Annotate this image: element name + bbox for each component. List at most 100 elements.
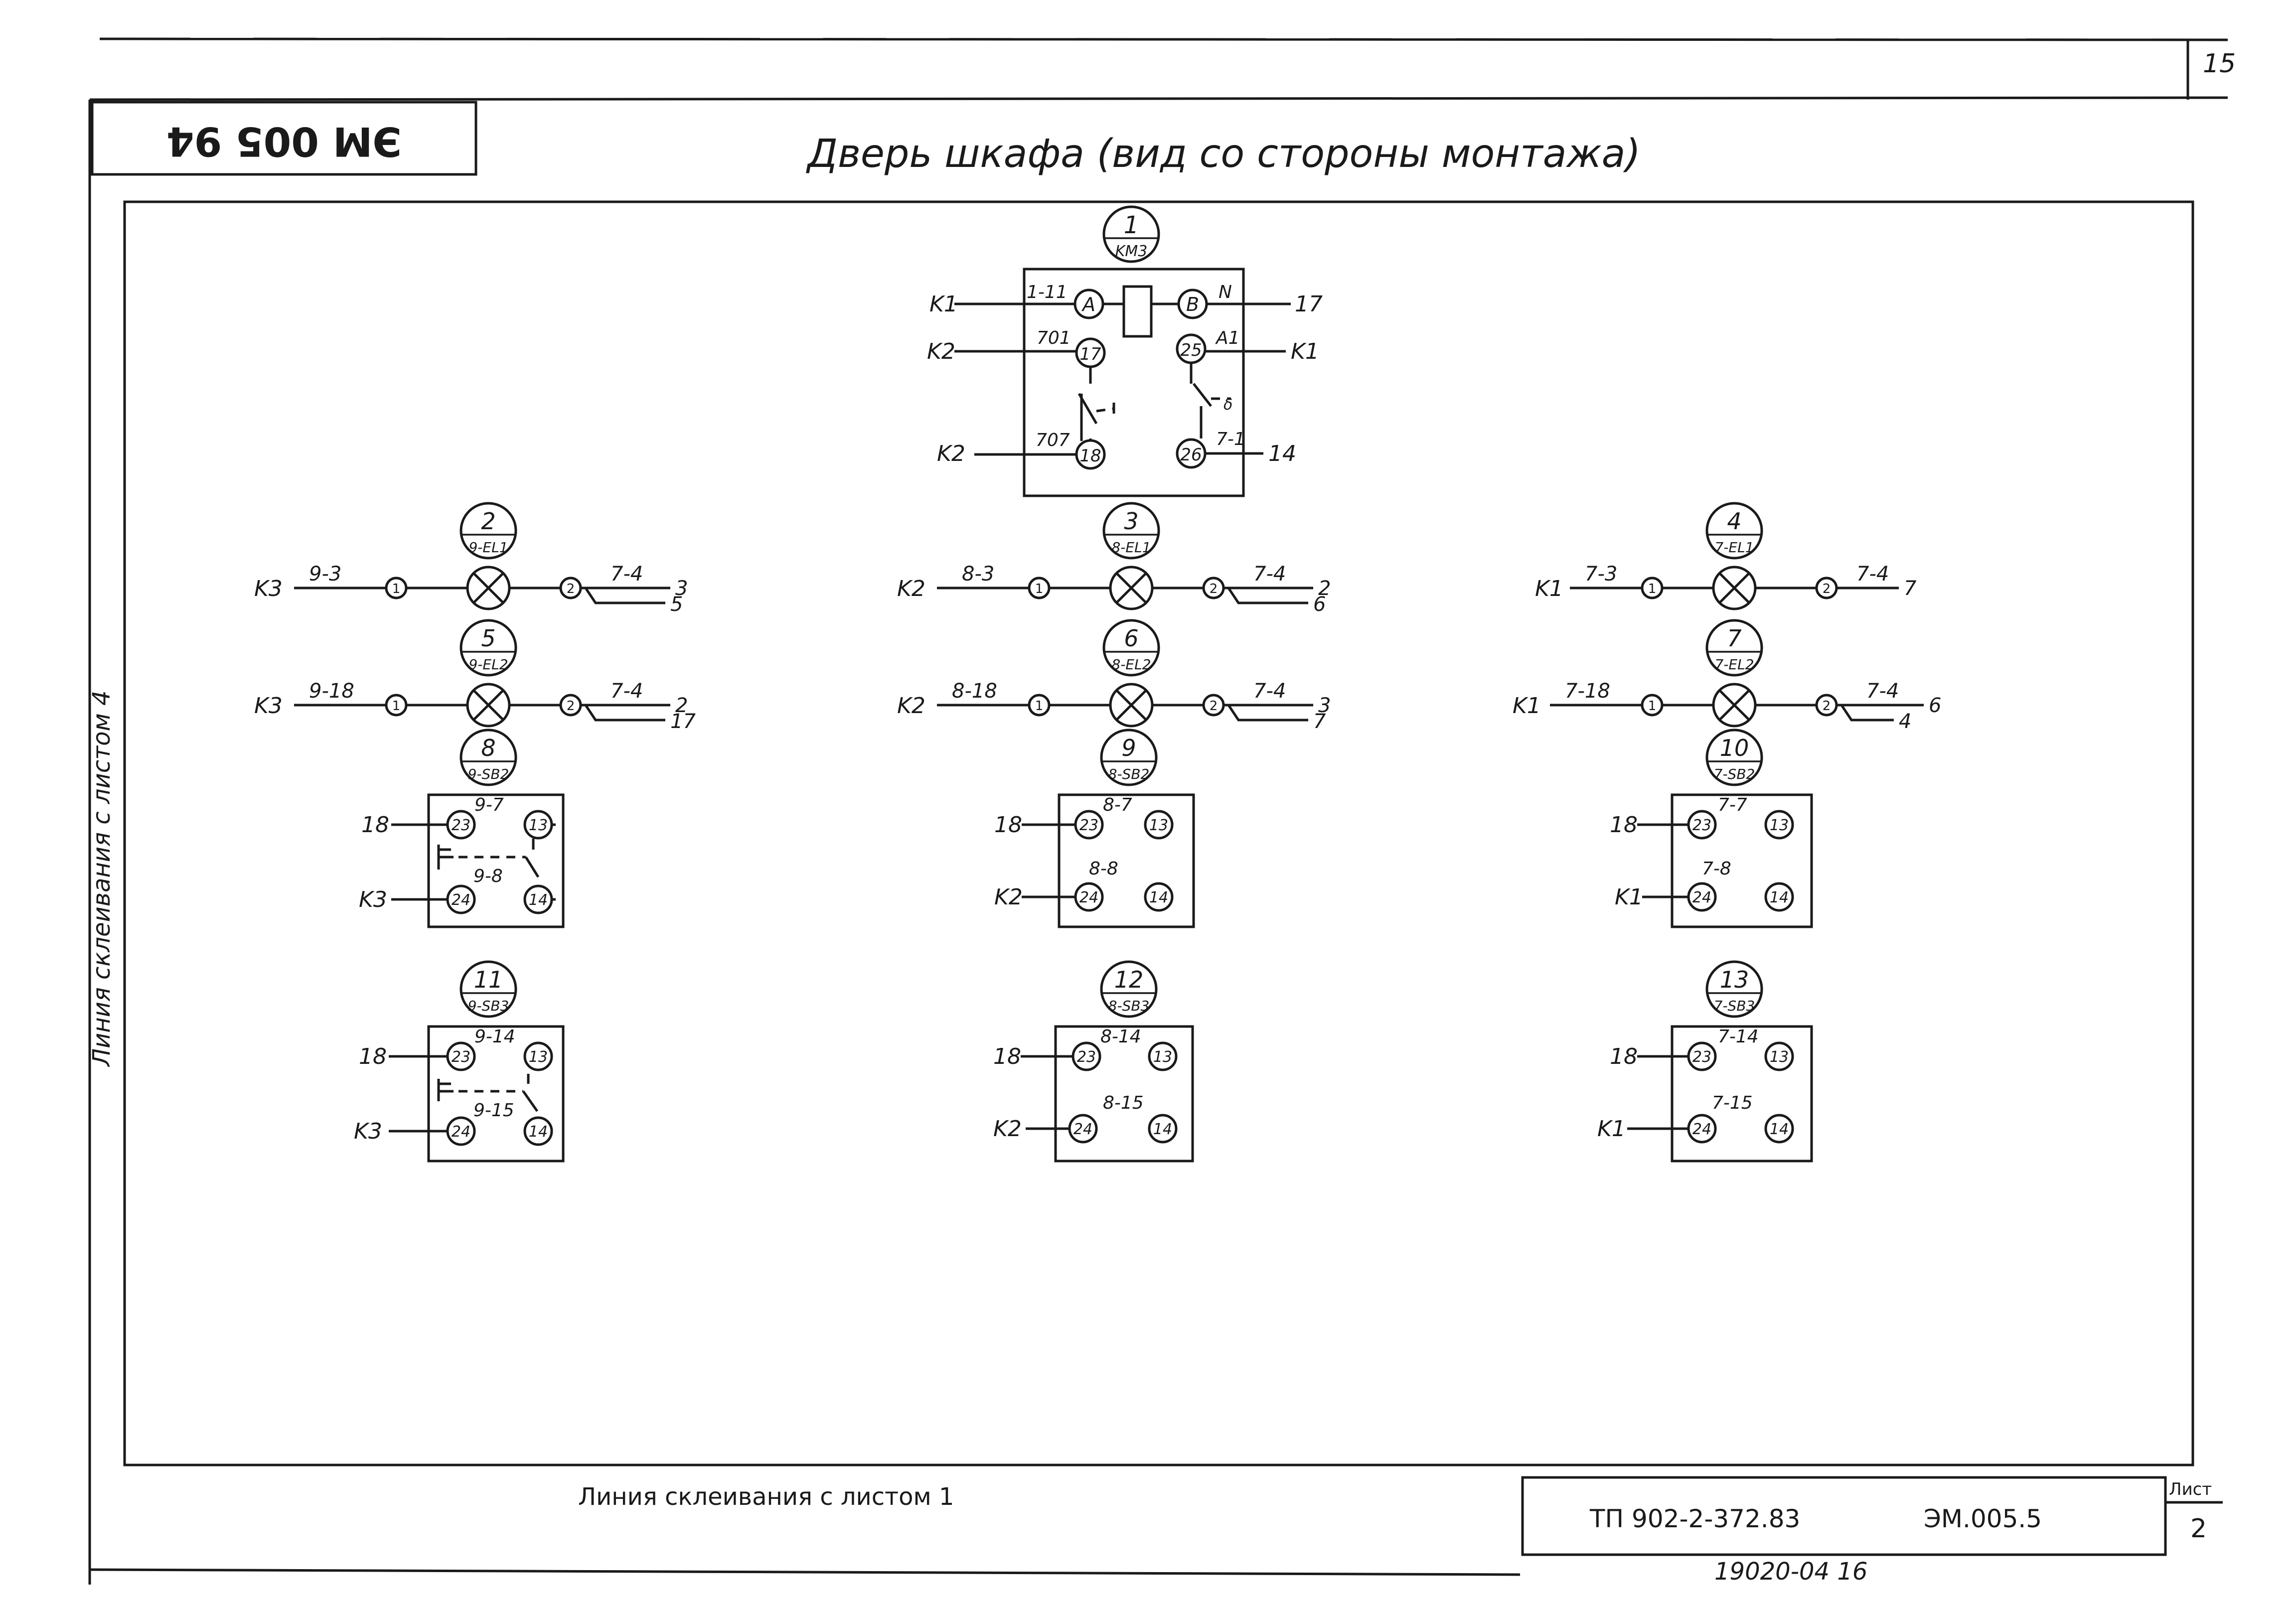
button-bottom-target: K3 <box>359 887 387 912</box>
button-bottom-wire: 7-15 <box>1712 1093 1753 1113</box>
button-top-wire: 9-14 <box>474 1026 515 1047</box>
button-unit-13: 13 7-SB3 23 13 24 14 18 K1 7-14 7-15 <box>1597 960 1813 1163</box>
lamp-terminal-2: 2 <box>1823 699 1831 714</box>
button-terminal-14: 14 <box>1153 1121 1172 1138</box>
lamp-output-2: 4 <box>1899 710 1911 733</box>
button-terminal-24: 24 <box>1073 1121 1092 1138</box>
lamp-tag-reference: 8-EL1 <box>1111 539 1151 556</box>
contactor-unit-1: 1 KM3 A B K1 1-11 N 17 17 K2 701 25 A1 K… <box>927 205 1323 497</box>
button-unit-8: 8 9-SB2 23 13 24 14 18 K3 9-7 9-8 <box>359 729 565 928</box>
lamp-output-2: 6 <box>1313 593 1326 616</box>
button-bottom-target: K2 <box>994 884 1023 910</box>
button-bottom-target: K1 <box>1615 884 1643 910</box>
lamp-tag-reference: 9-EL1 <box>468 539 508 556</box>
lamp-terminal-1: 1 <box>392 582 401 596</box>
button-terminal-14: 14 <box>529 1123 548 1141</box>
wire-label: 7-1 <box>1216 429 1245 449</box>
button-tag-reference: 7-SB3 <box>1714 998 1755 1014</box>
lamp-left-target: K1 <box>1535 576 1563 601</box>
lamp-terminal-1: 1 <box>1035 582 1044 596</box>
button-top-wire: 7-14 <box>1718 1026 1759 1047</box>
terminal-25: 25 <box>1180 340 1202 360</box>
contact-mark: δ <box>1224 396 1232 414</box>
target-label: K2 <box>937 441 965 466</box>
sheet-number: 2 <box>2190 1514 2207 1544</box>
lamp-left-wire: 8-3 <box>962 563 994 585</box>
wire-label: N <box>1219 282 1232 302</box>
lamp-terminal-2: 2 <box>1823 582 1831 596</box>
button-top-target: 18 <box>1610 812 1638 838</box>
target-label: 14 <box>1268 441 1296 466</box>
button-bottom-target: K1 <box>1597 1116 1626 1142</box>
button-unit-10: 10 7-SB2 23 13 24 14 18 K1 7-7 7-8 <box>1610 729 1813 928</box>
lamp-unit-4: 4 7-EL1 1 2 K1 7-3 7-4 7 <box>1535 502 1917 610</box>
button-terminal-23: 23 <box>1692 1048 1711 1066</box>
button-tag-reference: 8-SB2 <box>1108 766 1150 782</box>
button-top-wire: 8-7 <box>1103 795 1132 815</box>
lamp-output-1: 2 <box>675 694 688 717</box>
lamp-unit-6: 6 8-EL2 1 2 K2 8-18 7-4 3 7 <box>897 619 1331 733</box>
lamp-terminal-2: 2 <box>567 582 575 596</box>
button-top-wire: 8-14 <box>1100 1026 1141 1047</box>
target-label: 17 <box>1295 292 1323 317</box>
button-terminal-14: 14 <box>1770 889 1789 906</box>
button-bottom-wire: 7-8 <box>1702 859 1731 879</box>
button-terminal-23: 23 <box>452 1048 470 1066</box>
button-bottom-wire: 9-15 <box>473 1100 514 1121</box>
button-terminal-14: 14 <box>529 891 548 909</box>
button-tag-number: 11 <box>474 966 503 993</box>
lamp-tag-number: 7 <box>1727 625 1741 652</box>
button-top-target: 18 <box>993 1044 1021 1069</box>
lamp-tag-number: 6 <box>1124 625 1138 652</box>
lamp-terminal-1: 1 <box>1648 582 1657 596</box>
left-margin-note: Линия склеивания с листом 4 <box>88 691 116 1067</box>
lamp-tag-reference: 7-EL2 <box>1714 656 1754 673</box>
button-terminal-13: 13 <box>1770 817 1789 834</box>
button-tag-reference: 9-SB3 <box>468 998 509 1014</box>
stamp-code: ЭМ 005 94 <box>166 118 402 164</box>
lamp-tag-reference: 9-EL2 <box>468 656 508 673</box>
unit-tag-reference: KM3 <box>1115 243 1148 260</box>
lamp-left-wire: 8-18 <box>952 680 997 703</box>
button-terminal-23: 23 <box>1079 817 1098 834</box>
lamp-left-wire: 9-3 <box>309 563 341 585</box>
lamp-unit-3: 3 8-EL1 1 2 K2 8-3 7-4 2 6 <box>897 502 1331 616</box>
button-unit-11: 11 9-SB3 23 13 24 14 18 K3 9-14 9-15 <box>354 960 565 1163</box>
lamp-left-target: K3 <box>254 693 283 719</box>
lamp-terminal-2: 2 <box>1210 699 1218 714</box>
terminal-17: 17 <box>1079 344 1101 364</box>
lamp-right-wire: 7-4 <box>1856 563 1889 585</box>
archive-number: 19020-04 16 <box>1714 1558 1867 1586</box>
button-bottom-target: K3 <box>354 1119 382 1144</box>
lamp-tag-reference: 8-EL2 <box>1111 656 1151 673</box>
button-bottom-target: K2 <box>993 1116 1022 1142</box>
lamp-output-2: 7 <box>1313 710 1326 733</box>
target-label: K2 <box>927 339 955 364</box>
button-top-target: 18 <box>994 812 1022 838</box>
lamp-left-target: K2 <box>897 576 925 601</box>
terminal-18: 18 <box>1079 446 1101 466</box>
button-terminal-24: 24 <box>452 1123 470 1141</box>
lamp-output-1: 2 <box>1318 577 1331 600</box>
button-top-wire: 7-7 <box>1718 795 1747 815</box>
button-top-wire: 9-7 <box>474 795 504 815</box>
button-tag-number: 9 <box>1121 734 1136 761</box>
lamp-tag-number: 2 <box>481 508 495 535</box>
lamp-output-1: 6 <box>1929 694 1941 717</box>
button-terminal-23: 23 <box>452 817 470 834</box>
lamp-right-wire: 7-4 <box>1253 563 1286 585</box>
button-terminal-23: 23 <box>1692 817 1711 834</box>
doc-code: ТП 902-2-372.83 <box>1589 1504 1800 1533</box>
button-terminal-13: 13 <box>1153 1048 1172 1066</box>
lamp-right-wire: 7-4 <box>611 563 643 585</box>
wire-label: A1 <box>1215 328 1240 348</box>
button-top-target: 18 <box>361 812 389 838</box>
unit-tag-number: 1 <box>1124 211 1139 239</box>
sheet-frame <box>88 37 2228 1585</box>
wire-label: 701 <box>1037 328 1071 348</box>
button-terminal-14: 14 <box>1770 1121 1789 1138</box>
lamp-left-wire: 7-18 <box>1565 680 1610 703</box>
lamp-left-wire: 9-18 <box>309 680 354 703</box>
wire-label: 1-11 <box>1027 282 1068 302</box>
